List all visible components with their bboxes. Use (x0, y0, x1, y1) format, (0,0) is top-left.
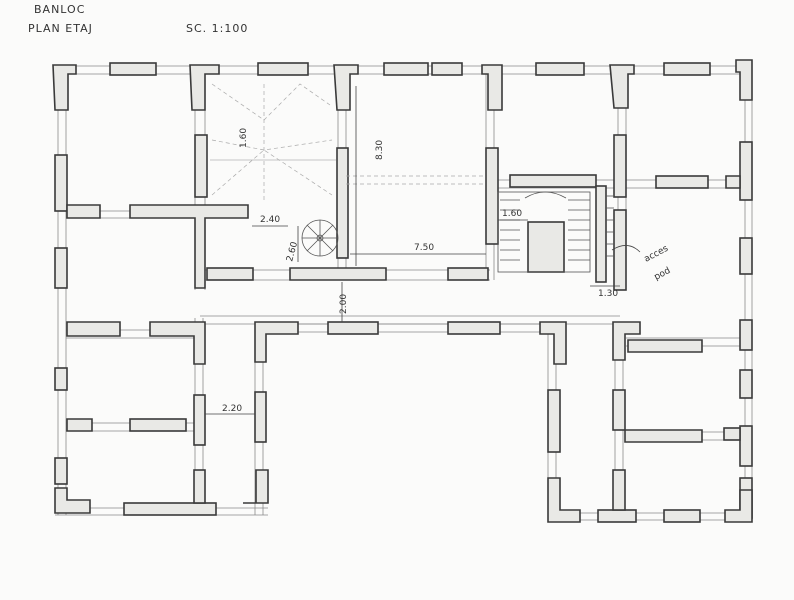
dim-small-gap: 1.30 (598, 289, 618, 299)
dim-passage: 2.00 (339, 294, 349, 314)
dim-corridor-depth: 8.30 (375, 140, 385, 160)
main-stair (497, 191, 614, 273)
dim-stair-landing: 1.60 (502, 209, 522, 219)
dim-wing-width: 2.20 (222, 404, 242, 414)
dim-void-height: 1.60 (239, 128, 249, 148)
plan-title: PLAN ETAJ (28, 22, 93, 35)
wall-piers (52, 59, 753, 523)
void-sketch (210, 83, 486, 200)
project-name: BANLOC (34, 3, 85, 16)
dimension-lines (205, 86, 641, 415)
dim-stair-width: 2.40 (260, 215, 280, 225)
access-note-line2: pod (653, 266, 673, 283)
spiral-stair (301, 219, 339, 257)
dim-corridor-width: 7.50 (414, 243, 434, 253)
outer-wall-lines (55, 65, 753, 521)
access-note-line1: acces (643, 244, 671, 265)
scale-label: SC. 1:100 (186, 22, 248, 35)
